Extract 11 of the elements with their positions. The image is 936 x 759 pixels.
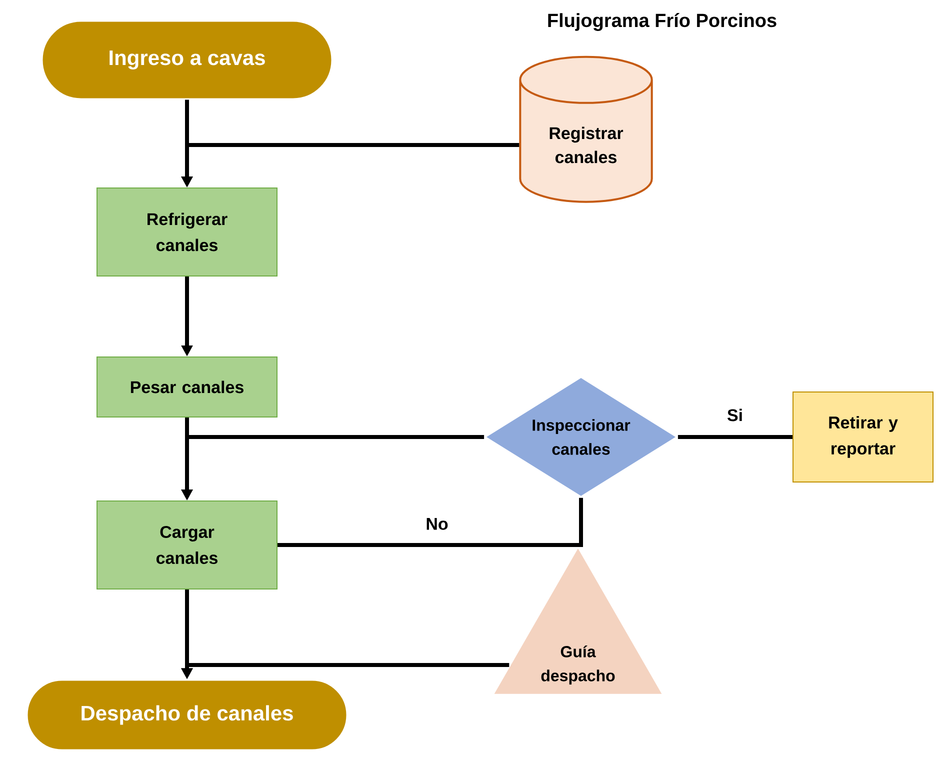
connector bbox=[678, 434, 792, 439]
process-box: Pesar canales bbox=[96, 356, 278, 418]
process-box: Cargar canales bbox=[96, 500, 278, 590]
database-cylinder: Registrar canales bbox=[519, 56, 653, 203]
process-box: Refrigerar canales bbox=[96, 187, 278, 276]
title: Flujograma Frío Porcinos bbox=[548, 13, 776, 31]
terminal-oval: Despacho de canales bbox=[26, 679, 348, 751]
edge-label: Si bbox=[724, 406, 746, 424]
connector bbox=[278, 498, 583, 547]
edge-label: No bbox=[424, 516, 450, 532]
process-box: Retirar y reportar bbox=[792, 391, 934, 482]
